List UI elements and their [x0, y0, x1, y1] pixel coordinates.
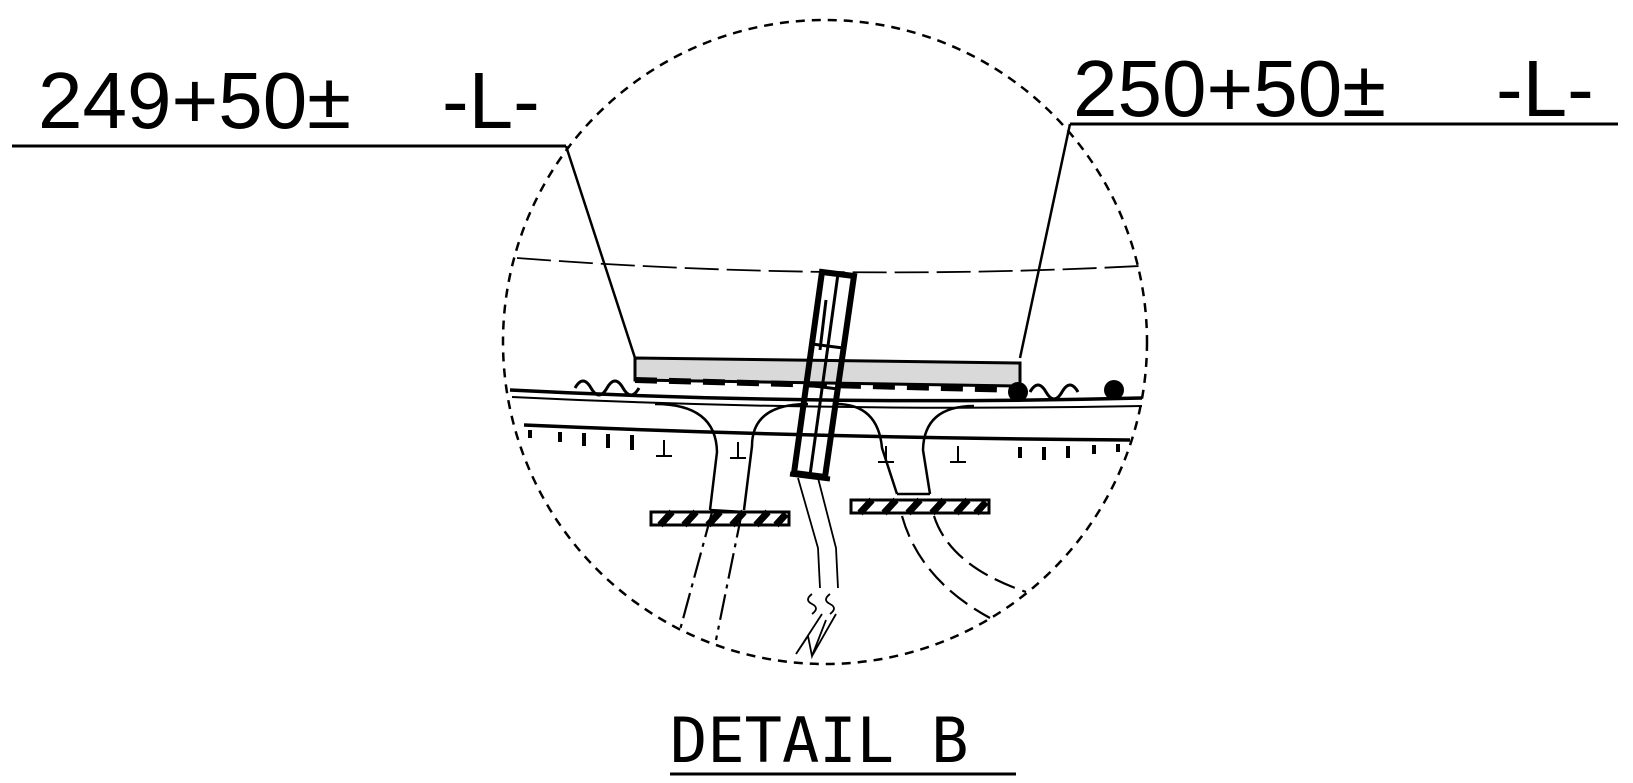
station-right-text: 250+50±: [1073, 44, 1386, 133]
ditch-curve-2: [742, 402, 809, 511]
ditch-curve-1: [654, 402, 719, 511]
road-edge-lower: [523, 423, 1131, 442]
flow-lines: [795, 477, 839, 660]
ditch-lines: [654, 402, 975, 514]
utility-pole-icon-2: [1104, 380, 1124, 400]
station-label-right: 250+50± -L-: [1018, 44, 1618, 359]
ditch-curve-4: [921, 404, 975, 495]
bridge-deck-slab: [633, 356, 1022, 388]
leader-line-right: [1018, 123, 1072, 359]
ditch-curve-3: [835, 402, 899, 495]
bridge-deck: [633, 356, 1022, 393]
detail-title: DETAIL B: [670, 704, 969, 777]
creek-line-1: [900, 515, 991, 619]
guardrail-ticks: [528, 430, 1120, 460]
alignment-right-text: -L-: [1496, 44, 1594, 133]
bridge-girder-line: [634, 377, 1021, 393]
riprap-symbol-right: [1028, 383, 1080, 401]
utility-pole-icon: [1008, 382, 1028, 402]
station-label-left: 249+50± -L-: [12, 56, 637, 359]
leader-line-left: [564, 145, 637, 359]
stream-line-2: [714, 511, 744, 641]
road-edge-upper-inner: [511, 396, 1143, 409]
ladder-structure: [789, 268, 858, 482]
barricade-left: [649, 509, 791, 528]
station-left-text: 249+50±: [38, 56, 351, 145]
detail-boundary-circle: [501, 18, 1149, 666]
alignment-left-text: -L-: [442, 56, 540, 145]
barricade-right: [849, 497, 991, 516]
stream-line-1: [678, 511, 714, 631]
creek-line-2: [932, 515, 1027, 594]
road-edge-upper: [509, 388, 1143, 403]
